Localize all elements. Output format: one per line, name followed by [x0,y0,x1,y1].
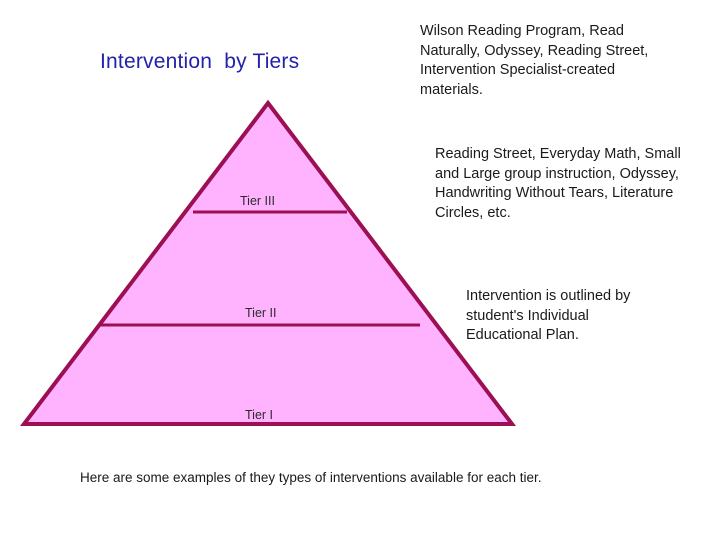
callout-text-tier-ii: Reading Street, Everyday Math, Small and… [435,146,681,221]
callout-text-tier-i: Intervention is outlined by student's In… [466,288,631,343]
page-title: Intervention by Tiers [100,50,300,73]
callout-text-tier-iii: Wilson Reading Program, Read Naturally, … [420,23,649,98]
tier-label-tier-ii: Tier II [245,306,277,320]
footer-note: Here are some examples of they types of … [80,470,542,485]
tier-label-tier-iii: Tier III [240,194,275,208]
tier-label-tier-i: Tier I [245,408,274,422]
